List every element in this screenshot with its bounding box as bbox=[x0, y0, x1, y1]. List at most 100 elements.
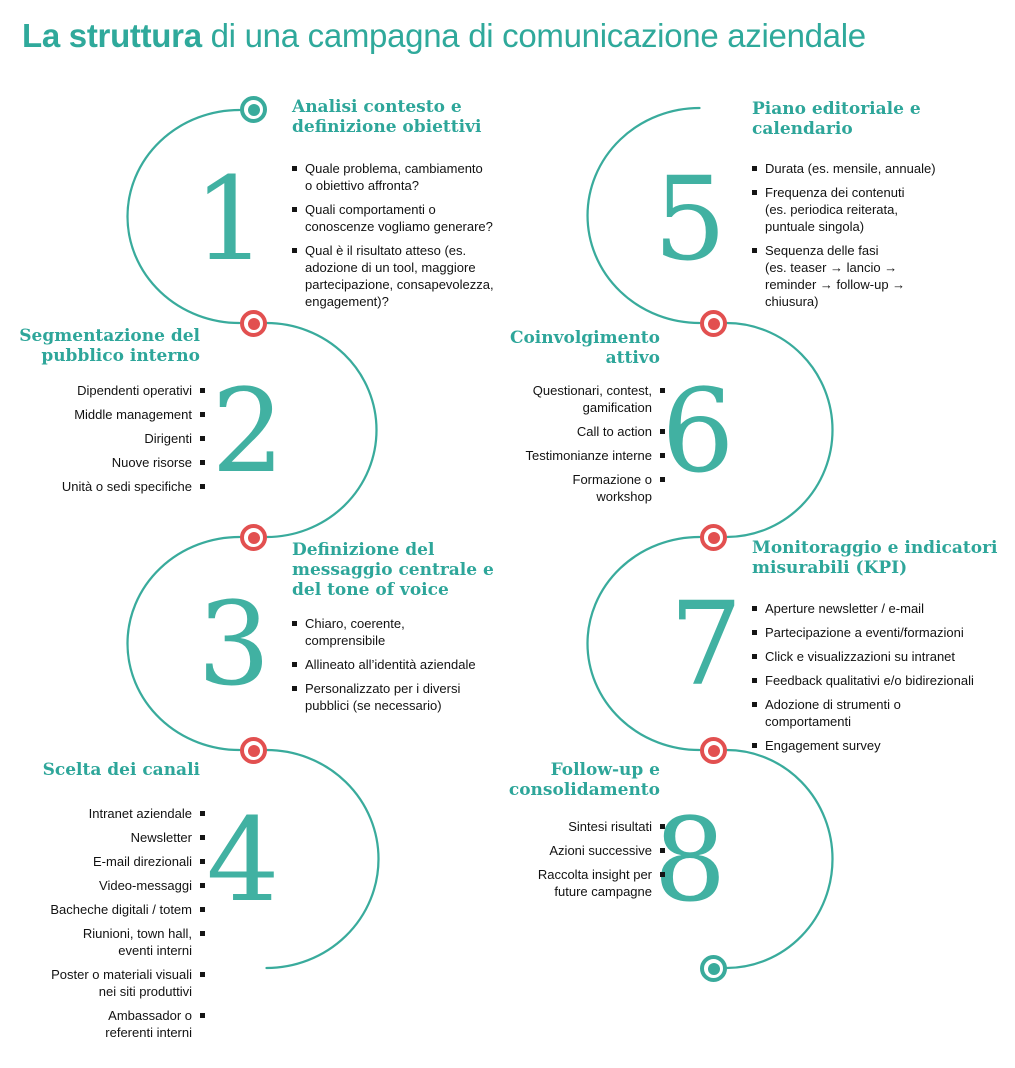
step-heading-7: Monitoraggio e indicatori misurabili (KP… bbox=[752, 538, 998, 578]
step-bullet-list-2: Dipendenti operativi Middle management D… bbox=[0, 382, 205, 502]
bullet-square-icon bbox=[200, 835, 205, 840]
marker-dot-icon bbox=[707, 962, 720, 975]
list-item: Quali comportamenti o conoscenze vogliam… bbox=[292, 201, 527, 235]
connector-arc-5 bbox=[586, 106, 701, 325]
bullet-square-icon bbox=[292, 686, 297, 691]
list-item: Dipendenti operativi bbox=[0, 382, 205, 399]
connector-arc-1 bbox=[126, 108, 241, 325]
step-marker-icon bbox=[700, 310, 727, 337]
bullet-text: Quale problema, cambiamento o obiettivo … bbox=[305, 161, 483, 193]
bullet-text: Nuove risorse bbox=[111, 455, 192, 470]
bullet-square-icon bbox=[660, 824, 665, 829]
page-title-rest: di una campagna di comunicazione azienda… bbox=[201, 17, 867, 54]
step-heading-1: Analisi contesto e definizione obiettivi bbox=[292, 97, 482, 137]
list-item: Intranet aziendale bbox=[0, 805, 205, 822]
bullet-square-icon bbox=[660, 453, 665, 458]
bullet-square-icon bbox=[200, 436, 205, 441]
bullet-text: Durata (es. mensile, annuale) bbox=[765, 161, 936, 176]
bullet-square-icon bbox=[752, 190, 757, 195]
bullet-text: Middle management bbox=[74, 407, 192, 422]
step-bullet-list-1: Quale problema, cambiamento o obiettivo … bbox=[292, 160, 527, 317]
bullet-text: Poster o materiali visuali nei siti prod… bbox=[51, 967, 192, 999]
step-number-4: 4 bbox=[206, 794, 280, 928]
step-number-3: 3 bbox=[197, 578, 271, 712]
list-item: Personalizzato per i diversi pubblici (s… bbox=[292, 680, 537, 714]
step-heading-3: Definizione del messaggio centrale e del… bbox=[292, 540, 494, 600]
list-item: Dirigenti bbox=[0, 430, 205, 447]
list-item: Poster o materiali visuali nei siti prod… bbox=[0, 966, 205, 1000]
step-bullet-list-5: Durata (es. mensile, annuale) Frequenza … bbox=[752, 160, 1002, 317]
list-item: Middle management bbox=[0, 406, 205, 423]
page-title: La struttura di una campagna di comunica… bbox=[22, 16, 866, 56]
list-item: Video-messaggi bbox=[0, 877, 205, 894]
bullet-text: Chiaro, coerente, comprensibile bbox=[305, 616, 405, 648]
bullet-square-icon bbox=[660, 477, 665, 482]
bullet-square-icon bbox=[292, 621, 297, 626]
bullet-square-icon bbox=[200, 907, 205, 912]
step-number-5: 5 bbox=[653, 153, 727, 287]
marker-dot-icon bbox=[247, 531, 260, 544]
bullet-text: Newsletter bbox=[130, 830, 192, 845]
list-item: Aperture newsletter / e-mail bbox=[752, 600, 1015, 617]
step-heading-2: Segmentazione del pubblico interno bbox=[19, 326, 200, 366]
bullet-square-icon bbox=[660, 848, 665, 853]
bullet-text: Click e visualizzazioni su intranet bbox=[765, 649, 956, 664]
connector-arc-2 bbox=[265, 321, 378, 539]
bullet-text: Sintesi risultati bbox=[568, 819, 652, 834]
step-heading-5: Piano editoriale e calendario bbox=[752, 99, 921, 139]
connector-arc-6 bbox=[725, 321, 834, 539]
connector-arc-8 bbox=[725, 748, 834, 970]
step-marker-icon bbox=[240, 524, 267, 551]
bullet-text: Aperture newsletter / e-mail bbox=[765, 601, 924, 616]
bullet-text: Feedback qualitativi e/o bidirezionali bbox=[765, 673, 974, 688]
bullet-square-icon bbox=[200, 859, 205, 864]
marker-dot-icon bbox=[707, 744, 720, 757]
step-bullet-list-6: Questionari, contest, gamification Call … bbox=[430, 382, 665, 512]
list-item: Allineato all’identità aziendale bbox=[292, 656, 537, 673]
list-item: Call to action bbox=[430, 423, 665, 440]
step-number-8: 8 bbox=[653, 794, 727, 928]
marker-dot-icon bbox=[247, 317, 260, 330]
bullet-text: Ambassador o referenti interni bbox=[105, 1008, 192, 1040]
bullet-text: Intranet aziendale bbox=[88, 806, 192, 821]
marker-dot-icon bbox=[247, 103, 260, 116]
list-item: Engagement survey bbox=[752, 737, 1015, 754]
step-heading-8: Follow-up e consolidamento bbox=[508, 760, 660, 800]
step-number-1: 1 bbox=[193, 153, 267, 287]
connector-arc-7 bbox=[586, 535, 701, 752]
list-item: Testimonianze interne bbox=[430, 447, 665, 464]
list-item: Partecipazione a eventi/formazioni bbox=[752, 624, 1015, 641]
bullet-square-icon bbox=[200, 972, 205, 977]
bullet-text: Qual è il risultato atteso (es. adozione… bbox=[305, 243, 494, 309]
bullet-text: Questionari, contest, gamification bbox=[532, 383, 652, 415]
step-number-2: 2 bbox=[211, 365, 285, 499]
bullet-text: Formazione o workshop bbox=[572, 472, 652, 504]
bullet-square-icon bbox=[200, 811, 205, 816]
bullet-square-icon bbox=[752, 166, 757, 171]
bullet-text: Testimonianze interne bbox=[525, 448, 652, 463]
step-bullet-list-4: Intranet aziendale Newsletter E-mail dir… bbox=[0, 805, 205, 1048]
bullet-square-icon bbox=[200, 460, 205, 465]
connector-arc-3 bbox=[126, 535, 241, 752]
list-item: Nuove risorse bbox=[0, 454, 205, 471]
bullet-text: Dirigenti bbox=[144, 431, 192, 446]
step-bullet-list-7: Aperture newsletter / e-mail Partecipazi… bbox=[752, 600, 1015, 761]
list-item: Ambassador o referenti interni bbox=[0, 1007, 205, 1041]
bullet-square-icon bbox=[292, 248, 297, 253]
list-item: Feedback qualitativi e/o bidirezionali bbox=[752, 672, 1015, 689]
bullet-square-icon bbox=[660, 872, 665, 877]
list-item: Sintesi risultati bbox=[430, 818, 665, 835]
bullet-square-icon bbox=[200, 388, 205, 393]
bullet-square-icon bbox=[752, 630, 757, 635]
list-item: Sequenza delle fasi (es. teaser → lancio… bbox=[752, 242, 1002, 310]
bullet-square-icon bbox=[752, 248, 757, 253]
step-bullet-list-3: Chiaro, coerente, comprensibile Allineat… bbox=[292, 615, 537, 721]
list-item: Chiaro, coerente, comprensibile bbox=[292, 615, 537, 649]
marker-dot-icon bbox=[707, 317, 720, 330]
marker-dot-icon bbox=[707, 531, 720, 544]
marker-dot-icon bbox=[247, 744, 260, 757]
bullet-text: Partecipazione a eventi/formazioni bbox=[765, 625, 964, 640]
bullet-square-icon bbox=[752, 678, 757, 683]
